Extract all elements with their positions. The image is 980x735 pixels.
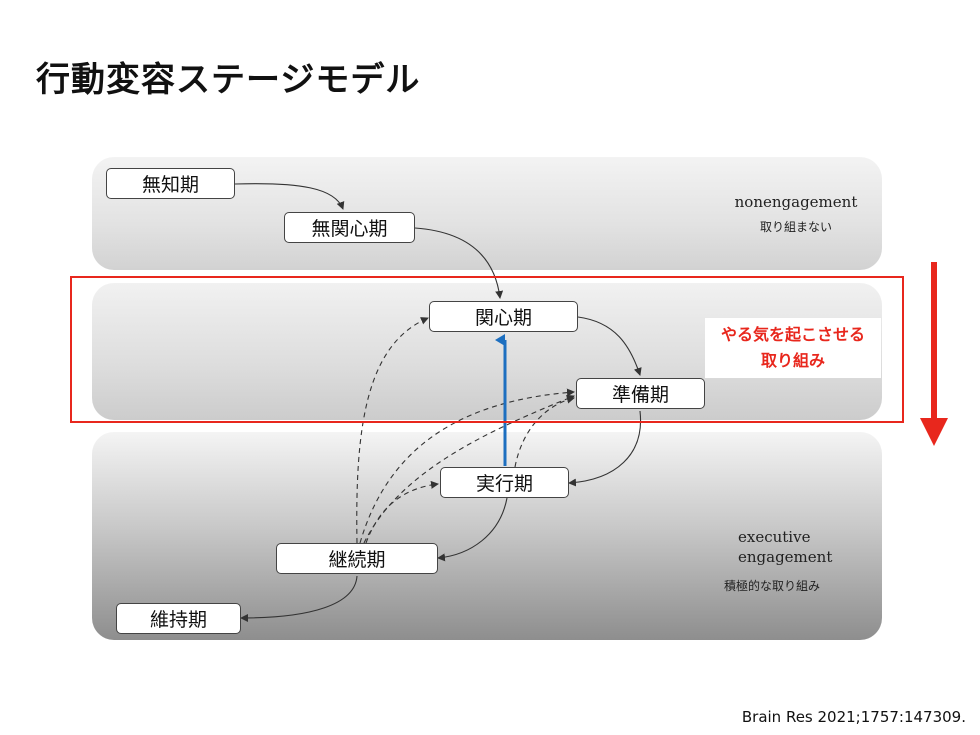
callout-line-1: やる気を起こさせる [720,325,865,344]
dashed-arrow-continuation-to-preparation-a [359,388,575,544]
nonengagement-label-en: nonengagement [734,193,858,211]
stage-unconcerned: 無関心期 [284,212,415,243]
stage-preparation: 準備期 [576,378,705,409]
nonengagement-label: nonengagement 取り組まない [716,192,876,235]
stage-continuation: 継続期 [276,543,438,574]
red-down-arrow [920,262,948,446]
arrow-continuation-to-maintenance [240,575,358,622]
page-title: 行動変容ステージモデル [36,60,421,100]
executive-label-en-1: executive [738,528,811,546]
stage-action: 実行期 [440,467,569,498]
nonengagement-label-jp: 取り組まない [759,220,832,234]
stage-maintenance: 維持期 [116,603,241,634]
executive-label-en-2: engagement [738,548,833,566]
arrow-contemplation-to-preparation [577,316,642,376]
executive-engagement-label: executive engagement 積極的な取り組み [700,527,870,594]
arrow-action-to-continuation [437,497,508,562]
executive-label-jp: 積極的な取り組み [724,579,821,593]
callout-line-2: 取り組み [760,351,825,370]
stage-contemplation: 関心期 [429,301,578,332]
stage-precontemplation: 無知期 [106,168,235,199]
motivation-callout: やる気を起こさせる 取り組み [705,318,881,378]
dashed-arrow-continuation-to-contemplation [356,317,429,544]
motivation-highlight-frame [70,276,904,423]
citation: Brain Res 2021;1757:147309. [741,708,966,726]
arrow-preparation-to-action [568,410,642,487]
dashed-arrow-continuation-to-action [365,480,439,544]
arrow-precontemplation-to-unconcerned [234,183,345,210]
arrow-unconcerned-to-contemplation [414,227,504,299]
dashed-arrow-action-to-preparation [514,395,575,468]
